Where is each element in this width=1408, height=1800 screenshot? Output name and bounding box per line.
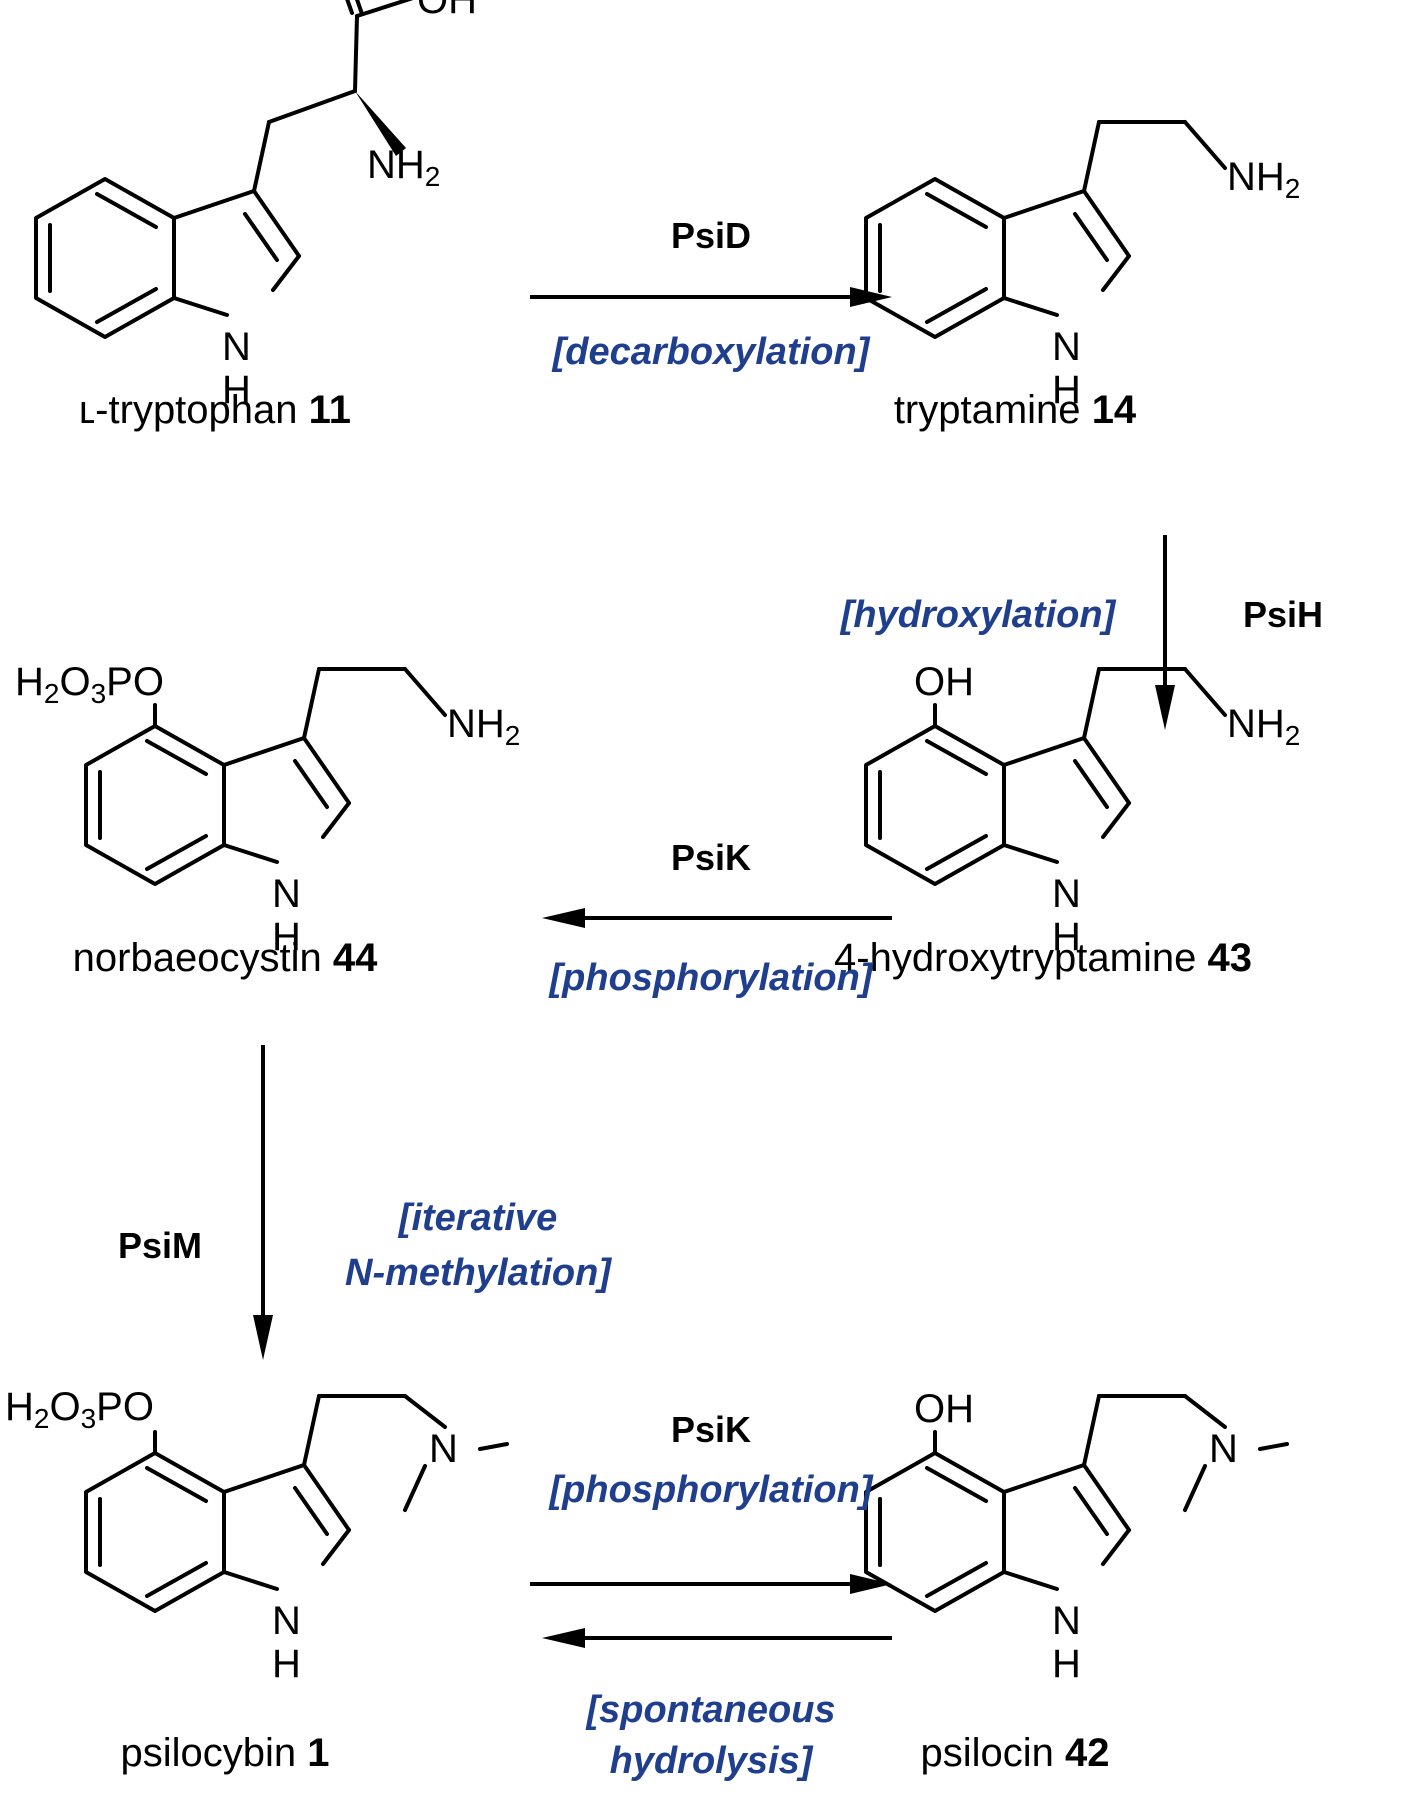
- ring-n-label: N: [1052, 1599, 1081, 1643]
- phosphate-label: H2O3PO: [15, 660, 164, 709]
- compound-tryptophan: O OH NH2 N H: [34, 0, 477, 412]
- step-psik: PsiK [phosphorylation]: [542, 837, 892, 999]
- step-equilibrium: PsiK [phosphorylation] [spontaneous hydr…: [530, 1409, 892, 1782]
- arrowhead-psid: [850, 287, 892, 307]
- ring-h-label: H: [1052, 1642, 1081, 1686]
- tryptamine-label: tryptamine 14: [894, 388, 1137, 432]
- psilocybin-label: psilocybin 1: [120, 1731, 329, 1775]
- hydroxyl-label: OH: [914, 1387, 974, 1431]
- amine-label: NH2: [367, 143, 440, 192]
- norbaeocystin-label: norbaeocystin 44: [73, 936, 378, 980]
- amine-n-label: N: [429, 1427, 458, 1471]
- ring-n-label: N: [272, 1599, 301, 1643]
- ring-n-label: N: [1052, 872, 1081, 916]
- arrowhead-psim: [253, 1315, 273, 1360]
- enzyme-psim: PsiM: [118, 1225, 202, 1266]
- ring-h-label: H: [1052, 915, 1081, 959]
- enzyme-psih: PsiH: [1243, 594, 1323, 635]
- arrowhead-psik: [542, 908, 585, 928]
- reaction-reverse-line1: [spontaneous: [585, 1689, 835, 1731]
- phosphate-label: H2O3PO: [5, 1385, 154, 1434]
- reaction-reverse-line2: hydrolysis]: [610, 1740, 814, 1782]
- ring-h-label: H: [222, 368, 251, 412]
- compound-psilocin: N OH N H: [864, 1387, 1289, 1686]
- compound-norbaeocystin: H2O3PO NH2 N H: [15, 660, 520, 959]
- arrowhead-psih: [1155, 685, 1175, 730]
- enzyme-psik: PsiK: [671, 837, 751, 878]
- arrowhead-reverse: [542, 1628, 585, 1648]
- reaction-methylation-line2: N-methylation]: [345, 1252, 612, 1294]
- ring-n-label: N: [222, 325, 251, 369]
- enzyme-psik-equilibrium: PsiK: [671, 1409, 751, 1450]
- reaction-decarboxylation: [decarboxylation]: [552, 331, 871, 373]
- hydroxytryptamine-label: 4-hydroxytryptamine 43: [834, 936, 1252, 980]
- amine-n-label: N: [1209, 1427, 1238, 1471]
- compound-tryptamine: NH2 N H: [864, 120, 1300, 412]
- reaction-methylation-line1: [iterative: [398, 1197, 557, 1239]
- compound-4-hydroxytryptamine: OH NH2 N H: [864, 660, 1300, 959]
- reaction-hydroxylation: [hydroxylation]: [840, 594, 1117, 636]
- tryptophan-label: ʟ-tryptophan 11: [79, 388, 351, 432]
- ring-n-label: N: [1052, 325, 1081, 369]
- amine-label: NH2: [1227, 155, 1300, 204]
- psilocin-label: psilocin 42: [920, 1731, 1109, 1775]
- reaction-forward-phosphorylation: [phosphorylation]: [549, 1469, 874, 1511]
- ring-n-label: N: [272, 872, 301, 916]
- ring-h-label: H: [1052, 368, 1081, 412]
- enzyme-psid: PsiD: [671, 215, 751, 256]
- arrowhead-forward: [850, 1574, 892, 1594]
- step-psim: PsiM [iterative N-methylation]: [118, 1045, 612, 1360]
- reaction-phosphorylation: [phosphorylation]: [549, 957, 874, 999]
- step-psid: PsiD [decarboxylation]: [530, 215, 892, 373]
- ring-h-label: H: [272, 915, 301, 959]
- compound-psilocybin: N H2O3PO N H: [5, 1385, 509, 1686]
- ring-h-label: H: [272, 1642, 301, 1686]
- acid-oh-label: OH: [417, 0, 477, 22]
- amine-label: NH2: [447, 702, 520, 751]
- amine-label: NH2: [1227, 702, 1300, 751]
- hydroxyl-label: OH: [914, 660, 974, 704]
- step-psih: [hydroxylation] PsiH: [840, 535, 1323, 730]
